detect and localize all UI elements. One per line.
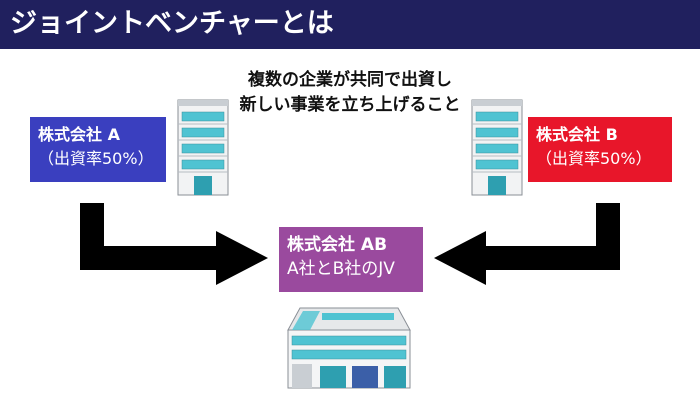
company-a-name: 株式会社 A bbox=[38, 125, 120, 144]
large-office-building-icon bbox=[287, 307, 411, 389]
slide-title: ジョイントベンチャーとは bbox=[10, 8, 334, 39]
office-building-icon bbox=[471, 99, 523, 196]
joint-venture-name: 株式会社 AB bbox=[287, 235, 388, 255]
company-a-share: （出資率50%） bbox=[38, 149, 154, 168]
company-b-share: （出資率50%） bbox=[536, 149, 652, 168]
joint-venture-box: 株式会社 AB A社とB社のJV bbox=[279, 227, 423, 292]
company-a-box: 株式会社 A （出資率50%） bbox=[30, 117, 166, 182]
company-b-name: 株式会社 B bbox=[536, 125, 618, 144]
company-b-box: 株式会社 B （出資率50%） bbox=[528, 117, 672, 182]
arrow-right-icon bbox=[80, 203, 268, 285]
office-building-icon bbox=[177, 99, 229, 196]
arrow-left-icon bbox=[434, 203, 620, 285]
joint-venture-sub: A社とB社のJV bbox=[287, 259, 395, 279]
description-line-1: 複数の企業が共同で出資し bbox=[248, 70, 452, 90]
description: 複数の企業が共同で出資し 新しい事業を立ち上げること bbox=[200, 68, 500, 118]
description-line-2: 新しい事業を立ち上げること bbox=[239, 95, 461, 115]
title-bar: ジョイントベンチャーとは bbox=[0, 0, 700, 49]
